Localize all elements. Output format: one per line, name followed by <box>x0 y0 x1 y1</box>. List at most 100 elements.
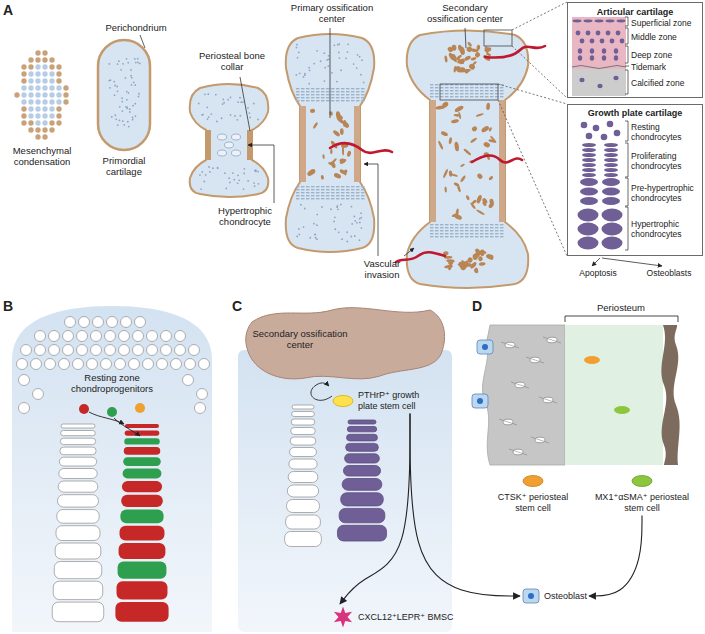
panel-letter: C <box>232 298 248 315</box>
cartilage-cell <box>225 187 227 189</box>
cell-node: PTHrP⁺ growth plate stem cell <box>330 388 436 414</box>
growth-plate-cell <box>336 100 340 101</box>
growth-plate-cell <box>326 97 330 98</box>
chondrocyte <box>291 428 316 435</box>
growth-plate-cell <box>336 94 340 95</box>
growth-plate-cell <box>326 186 330 187</box>
chondrocyte <box>288 472 318 483</box>
growth-plate-cell <box>351 186 355 187</box>
cartilage-cell <box>132 105 134 107</box>
stem-cell-icon <box>332 394 354 408</box>
growth-plate-cell <box>331 94 335 95</box>
mesenchymal-cell <box>35 106 40 111</box>
chondrocyte <box>604 168 618 172</box>
growth-plate-cell <box>450 96 454 97</box>
growth-plate-cell <box>490 236 494 237</box>
growth-plate-cell <box>470 224 474 225</box>
chondrocyte <box>120 510 163 524</box>
mesenchymal-cell <box>56 85 61 90</box>
growth-plate-cell <box>296 91 300 92</box>
hypertrophic-chondrocyte <box>348 420 376 424</box>
cartilage-cell <box>126 107 128 109</box>
trabecula <box>463 148 472 156</box>
cartilage-cell <box>359 239 361 241</box>
growth-plate-cell <box>490 90 494 91</box>
cartilage-cell <box>356 67 358 69</box>
growth-plate-cell <box>445 233 449 234</box>
ossification-bone <box>468 63 476 71</box>
growth-plate-cell <box>465 230 469 231</box>
resting-chondrocyte <box>175 345 186 356</box>
hypertrophic-cell <box>218 134 227 140</box>
resting-chondrocyte <box>19 375 30 386</box>
cartilage-cell <box>215 94 217 96</box>
zone-label: Middle zone <box>631 32 701 42</box>
chondrocyte <box>59 469 97 479</box>
growth-plate-cell <box>336 88 340 89</box>
chondrocyte <box>121 495 163 507</box>
cartilage-cell <box>346 231 348 233</box>
mesenchymal-cell <box>49 64 54 69</box>
chondrocyte <box>290 437 316 445</box>
cartilage-cell <box>233 179 235 181</box>
growth-plate-cell <box>450 227 454 228</box>
growth-plate-cell <box>301 91 305 92</box>
cartilage-cell <box>308 67 310 69</box>
resting-chondrocyte <box>161 331 172 342</box>
chondrocyte <box>578 237 599 250</box>
chondrocyte <box>291 419 315 425</box>
mesenchymal-cell <box>56 120 61 125</box>
growth-plate-cell <box>485 93 489 94</box>
growth-plate-cell <box>296 97 300 98</box>
cell-label: Osteoblast <box>544 591 587 602</box>
hypertrophic-chondrocyte <box>337 525 386 541</box>
mesenchymal-cell <box>49 78 54 83</box>
growth-plate-cell <box>296 100 300 101</box>
growth-plate-cell <box>321 100 325 101</box>
cartilage-cell <box>132 117 134 119</box>
zone-label: Calcified zone <box>631 78 701 88</box>
growth-plate-cell <box>440 224 444 225</box>
growth-plate-cell <box>356 195 360 196</box>
cartilage-cell <box>129 111 131 113</box>
chondrocyte <box>586 31 591 36</box>
growth-plate-cell <box>361 91 365 92</box>
cartilage-cell <box>135 62 137 64</box>
cartilage-cell <box>139 63 141 65</box>
growth-plate-cell <box>321 88 325 89</box>
cartilage-cell <box>351 206 353 208</box>
resting-chondrocyte <box>35 331 46 342</box>
cell-node: CTSK⁺ periosteal stem cell <box>488 472 578 516</box>
cartilage-cell <box>316 238 318 240</box>
growth-plate-cell <box>361 94 365 95</box>
chondrocyte <box>604 148 618 152</box>
cartilage-cell <box>118 60 120 62</box>
growth-plate-cell <box>470 233 474 234</box>
chondrocyte <box>117 581 168 599</box>
growth-plate-cell <box>470 90 474 91</box>
cartilage-cell <box>200 188 202 190</box>
cartilage-cell <box>338 43 340 45</box>
growth-plate-cell <box>346 91 350 92</box>
growth-plate-cell <box>351 97 355 98</box>
growth-plate-cell <box>465 236 469 237</box>
zone-label: Pre-hypertrophic chondrocytes <box>631 183 701 203</box>
osteoblast-cell <box>477 340 493 354</box>
growth-plate-cell <box>336 192 340 193</box>
mesenchymal-cell <box>49 120 54 125</box>
growth-plate-cell <box>316 94 320 95</box>
chondrocyte <box>590 48 594 54</box>
cartilage-cell <box>117 124 119 126</box>
chondrocyte <box>590 39 595 44</box>
resting-chondrocyte <box>185 359 196 370</box>
cartilage-cell <box>129 108 131 110</box>
growth-plate-cell <box>301 198 305 199</box>
chondrocyte <box>590 55 594 61</box>
growth-plate-cell <box>480 227 484 228</box>
chondrocyte <box>610 39 615 44</box>
mesenchymal-cell <box>49 57 54 62</box>
trabecula <box>465 195 470 201</box>
fibrous-layer <box>661 325 679 465</box>
growth-plate-cell <box>361 198 365 199</box>
growth-plate-cell <box>306 100 310 101</box>
